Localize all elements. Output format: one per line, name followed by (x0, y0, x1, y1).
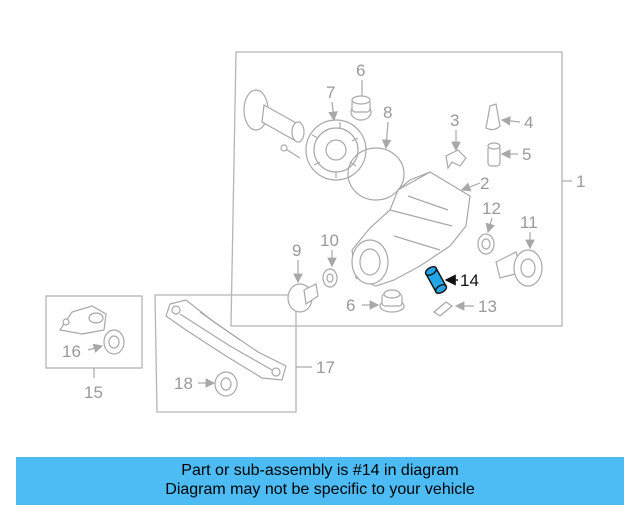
leader-2 (460, 182, 481, 192)
callout-13: 13 (478, 297, 497, 316)
crossmember-group-frame (154, 294, 297, 413)
callout-11: 11 (520, 213, 538, 232)
callout-14: 14 (460, 271, 479, 290)
part-4-breather-cap (485, 103, 501, 131)
callout-6-lower: 6 (346, 296, 355, 315)
info-banner: Part or sub-assembly is #14 in diagram D… (16, 457, 624, 505)
callout-6-upper: 6 (356, 61, 365, 80)
callout-16: 16 (62, 342, 81, 361)
part-9-inner-flange (287, 283, 319, 313)
part-15-rubber-mount (58, 305, 107, 335)
callout-17: 17 (316, 358, 335, 377)
callout-1: 1 (576, 172, 585, 191)
leader-4 (500, 116, 521, 126)
part-16-mount-bushing (103, 329, 125, 355)
part-6-lower-bearing (379, 289, 405, 313)
part-8-o-ring (347, 147, 405, 201)
callout-4: 4 (524, 113, 533, 132)
callout-5: 5 (522, 145, 531, 164)
part-3-bracket (445, 149, 467, 170)
part-6-upper-bearing (350, 95, 372, 121)
leader-16 (87, 343, 104, 353)
leader-12 (485, 217, 495, 234)
callout-9: 9 (292, 241, 301, 260)
callout-15: 15 (84, 383, 103, 402)
callout-3: 3 (450, 111, 459, 130)
callout-12: 12 (482, 199, 501, 218)
part-11-output-flange (495, 249, 543, 287)
part-18-bushing (214, 371, 238, 397)
callout-2: 2 (480, 174, 489, 193)
part-7-drive-flange (243, 89, 367, 181)
part-17-crossmember (165, 299, 287, 381)
callout-10: 10 (320, 231, 339, 250)
main-assembly-frame (230, 51, 563, 327)
leader-8 (381, 121, 392, 150)
leader-7 (328, 101, 338, 122)
callout-7: 7 (326, 83, 335, 102)
callout-8: 8 (383, 103, 392, 122)
banner-line-1: Part or sub-assembly is #14 in diagram (181, 462, 459, 479)
banner-line-2: Diagram may not be specific to your vehi… (165, 481, 475, 498)
part-12-seal (477, 233, 495, 255)
callout-18: 18 (174, 374, 193, 393)
part-10-seal (322, 268, 338, 288)
part-14-highlighted-sleeve (424, 266, 448, 294)
part-5-plug (487, 142, 501, 167)
part-13-washer (432, 301, 454, 317)
part-2-housing (351, 171, 471, 287)
